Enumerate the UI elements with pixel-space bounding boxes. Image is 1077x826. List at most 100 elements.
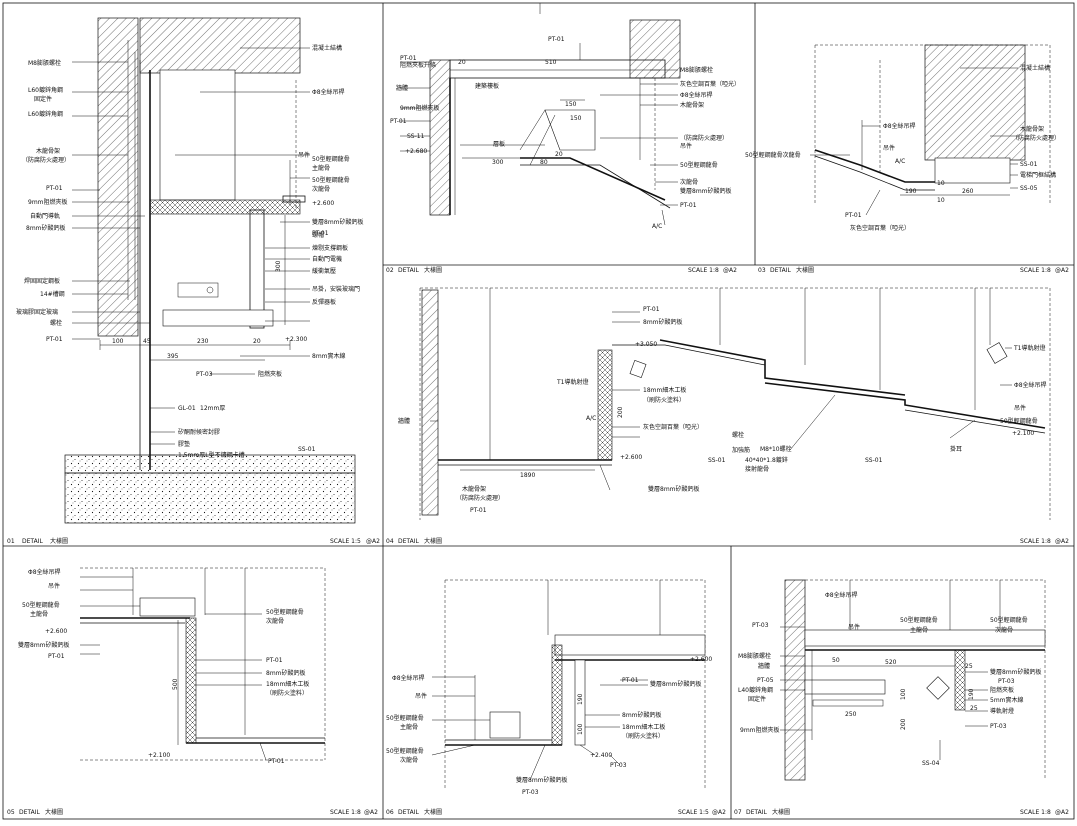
p2-label-5: PT-01 xyxy=(390,118,407,125)
p1-label-30: 反彈器板 xyxy=(312,298,336,306)
p6-paper: @A2 xyxy=(712,809,726,816)
p2-label-4: 9mm阻燃夾板 xyxy=(400,104,440,112)
p4-label-2: +3.050 xyxy=(635,341,657,348)
p1-label-21: 次龍骨 xyxy=(312,185,330,193)
p5-label-7: 50型輕鋼龍骨 xyxy=(266,608,304,616)
p3-label-2: 50型輕鋼龍骨次龍骨 xyxy=(745,151,801,159)
p2-dim-3: 150 xyxy=(570,115,582,122)
p2-label-20: A/C xyxy=(652,223,662,230)
p4-label-17: 40*40*1.8鍍鋅 xyxy=(745,456,788,464)
p4-label-12: +2.600 xyxy=(620,454,642,461)
p2-label-18: 雙層8mm矽酸鈣板 xyxy=(680,187,732,195)
p5-scale: SCALE 1:8 xyxy=(330,809,361,816)
p4-title: DETAIL xyxy=(398,538,419,545)
p1-dim-0: 100 xyxy=(112,338,124,345)
p5-label-6: PT-01 xyxy=(48,653,65,660)
p7-label-19: SS-04 xyxy=(922,760,940,767)
p4-label-9: （防腐防火處理） xyxy=(456,494,504,502)
p7-label-18: PT-03 xyxy=(990,723,1007,730)
p1-label-2: 固定件 xyxy=(34,95,52,103)
p5-label-10: 8mm矽酸鈣板 xyxy=(266,669,306,677)
p1-dim-3: 20 xyxy=(253,338,261,345)
p6-dim-1: 100 xyxy=(577,723,584,735)
p2-scale: SCALE 1:8 xyxy=(688,267,719,274)
p7-dim-1: 520 xyxy=(885,659,897,666)
p2-label-9: 建築樓板 xyxy=(475,82,499,90)
p3-label-4: A/C xyxy=(895,158,905,165)
p3-dim-3: 10 xyxy=(937,197,945,204)
p2-label-11: 灰色空調百葉（啞光） xyxy=(680,80,740,88)
p1-label-23: 雙層8mm矽酸鈣板 xyxy=(312,218,364,226)
p2-dim-2: 150 xyxy=(565,101,577,108)
p2-paper: @A2 xyxy=(723,267,737,274)
p1-label-24: PT-01 xyxy=(312,230,329,237)
p3-dim-1: 190 xyxy=(905,188,917,195)
p5-label-3: 主龍骨 xyxy=(30,610,48,618)
p7-dim-5: 200 xyxy=(900,718,907,730)
p3-scale: SCALE 1:8 xyxy=(1020,267,1051,274)
p1-label-10: 焊固固定鋼板 xyxy=(24,277,60,285)
p3-label-10: PT-01 xyxy=(845,212,862,219)
p7-label-11: 固定件 xyxy=(748,695,766,703)
p4-label-0: PT-01 xyxy=(643,306,660,313)
p5-title: DETAIL xyxy=(19,809,40,816)
p4-dim-0: 1890 xyxy=(520,472,535,479)
p3-title: DETAIL xyxy=(770,267,791,274)
p2-label-6: SS-11 xyxy=(407,133,425,140)
p2-label-17: 次龍骨 xyxy=(680,178,698,186)
p7-dim-4: 250 xyxy=(845,711,857,718)
p2-title: DETAIL xyxy=(398,267,419,274)
p1-label-31: +2.300 xyxy=(285,336,307,343)
p1-label-1: L60鍍鋅角鋼 xyxy=(28,86,63,94)
p1-label-19: 主龍骨 xyxy=(312,164,330,172)
p3-label-6: （防腐防火處理） xyxy=(1012,134,1060,142)
p2-label-12: Φ8全絲吊桿 xyxy=(680,91,713,99)
p3-label-11: 灰色空調百葉（啞光） xyxy=(850,224,910,232)
p1-label-4: 木龍骨架 xyxy=(36,147,60,155)
p6-label-3: Φ8全絲吊桿 xyxy=(392,674,425,682)
p7-label-15: 阻燃夾板 xyxy=(990,686,1014,694)
p2-label-16: 50型輕鋼龍骨 xyxy=(680,161,718,169)
p1-label-38: 膠墊 xyxy=(178,440,190,448)
p7-label-7: M8膨脹螺栓 xyxy=(738,652,771,660)
p1-label-14: PT-01 xyxy=(46,336,63,343)
p7-label-6: 次龍骨 xyxy=(995,626,1013,634)
p3-label-3: 吊件 xyxy=(883,144,895,152)
p6-label-0: +2.600 xyxy=(690,656,712,663)
p2-dim-0: 20 xyxy=(458,59,466,66)
p5-label-2: 50型輕鋼龍骨 xyxy=(22,601,60,609)
p4-label-13: SS-01 xyxy=(708,457,726,464)
p1-label-5: （防腐防火處理） xyxy=(22,156,70,164)
p1-label-37: 矽酮耐候密封膠 xyxy=(178,428,220,436)
p1-label-27: 自動門電機 xyxy=(312,255,342,263)
p1-label-22: +2.600 xyxy=(312,200,334,207)
p6-label-2: 雙層8mm矽酸鈣板 xyxy=(650,680,702,688)
p5-label-14: PT-01 xyxy=(268,758,285,765)
p4-label-19: 雙層8mm矽酸鈣板 xyxy=(648,485,700,493)
p3-subtitle: 大樣圖 xyxy=(796,266,814,274)
p4-paper: @A2 xyxy=(1055,538,1069,545)
p5-label-11: 18mm細木工板 xyxy=(266,680,309,688)
p2-label-1: PT-01 xyxy=(400,55,417,62)
p7-label-13: 雙層8mm矽酸鈣板 xyxy=(990,668,1042,676)
p1-label-3: L60鍍鋅角鋼 xyxy=(28,110,63,118)
p5-label-8: 次龍骨 xyxy=(266,617,284,625)
p3-label-7: SS-01 xyxy=(1020,161,1038,168)
p4-dim-1: 200 xyxy=(617,406,624,418)
p4-label-11: 牆體 xyxy=(398,417,410,425)
p1-label-11: 14#槽鋼 xyxy=(40,290,65,298)
p1-dim-5: 300 xyxy=(275,260,282,272)
p7-num: 07 xyxy=(734,809,742,816)
p1-label-26: 煉剔支撐鋼板 xyxy=(312,244,348,252)
panel-05: Φ8全絲吊桿 吊件 50型輕鋼龍骨 主龍骨 +2.600 雙層8mm矽酸鈣板 P… xyxy=(7,567,378,816)
p7-dim-0: 50 xyxy=(832,657,840,664)
p4-label-25: 50型輕鋼龍骨 xyxy=(1000,417,1038,425)
p1-dim-2: 230 xyxy=(197,338,209,345)
p7-label-5: 50型輕鋼龍骨 xyxy=(990,616,1028,624)
p1-dim-1: 45 xyxy=(143,338,151,345)
p1-title: DETAIL xyxy=(22,538,43,545)
p1-label-12: 玻璃膠固定玻璃 xyxy=(16,308,58,316)
p7-label-1: PT-03 xyxy=(752,622,769,629)
p1-label-20: 50型輕鋼龍骨 xyxy=(312,176,350,184)
